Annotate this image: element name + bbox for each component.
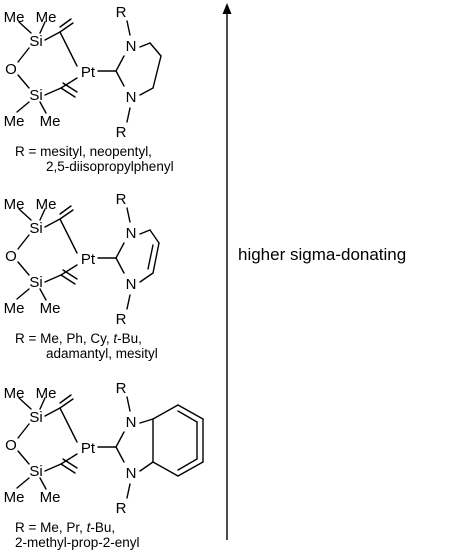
nitrogen-label: N [126,465,137,482]
silicon-label: Si [29,409,42,426]
oxygen-label: O [5,437,17,454]
substituent-caption: R = Me, Ph, Cy, t-Bu, [15,331,142,346]
compound-unsaturated-nhc: Me Me Si O Si Me Me Pt N N R R R = Me, P… [4,191,160,361]
oxygen-label: O [5,61,17,78]
r-group-label: R [116,380,127,397]
compound-benzannulated-nhc: Me Me Si O Si Me Me Pt N N R R R = Me, P… [4,380,204,550]
r-group-label: R [116,500,127,517]
methyl-label: Me [36,9,57,26]
nitrogen-label: N [126,89,137,106]
disiloxane-ligand [16,205,78,301]
disiloxane-ligand [16,394,78,490]
methyl-label: Me [4,300,25,317]
methyl-label: Me [4,385,25,402]
methyl-label: Me [4,196,25,213]
r-group-label: R [116,311,127,328]
carbene-ligand [97,396,204,499]
substituent-caption: R = Me, Pr, t-Bu, [15,520,115,535]
substituent-caption: 2,5-diisopropylphenyl [46,159,174,174]
silicon-label: Si [29,33,42,50]
silicon-label: Si [29,220,42,237]
methyl-label: Me [4,113,25,130]
arrow-label: higher sigma-donating [238,245,406,264]
platinum-label: Pt [81,251,96,268]
arrow-head-icon [222,3,232,14]
nitrogen-label: N [126,414,137,431]
methyl-label: Me [40,113,61,130]
platinum-label: Pt [81,440,96,457]
platinum-label: Pt [81,64,96,81]
carbene-ligand [97,207,160,310]
silicon-label: Si [29,87,42,104]
methyl-label: Me [40,300,61,317]
r-group-label: R [116,4,127,21]
substituent-caption: adamantyl, mesityl [46,346,158,361]
trend-arrow [222,3,232,540]
r-group-label: R [116,124,127,141]
substituent-caption: 2-methyl-prop-2-enyl [15,535,140,550]
methyl-label: Me [36,196,57,213]
methyl-label: Me [40,489,61,506]
nitrogen-label: N [126,38,137,55]
carbene-ligand [97,20,162,123]
substituent-caption: R = mesityl, neopentyl, [15,144,152,159]
r-group-label: R [116,191,127,208]
compound-saturated-nhc: Me Me Si O Si Me Me Pt N N R R R = mesit… [4,4,174,174]
silicon-label: Si [29,274,42,291]
methyl-label: Me [4,489,25,506]
disiloxane-ligand [16,18,78,114]
methyl-label: Me [4,9,25,26]
benzene-ring [152,404,204,477]
silicon-label: Si [29,463,42,480]
oxygen-label: O [5,248,17,265]
nitrogen-label: N [126,276,137,293]
nitrogen-label: N [126,225,137,242]
methyl-label: Me [36,385,57,402]
